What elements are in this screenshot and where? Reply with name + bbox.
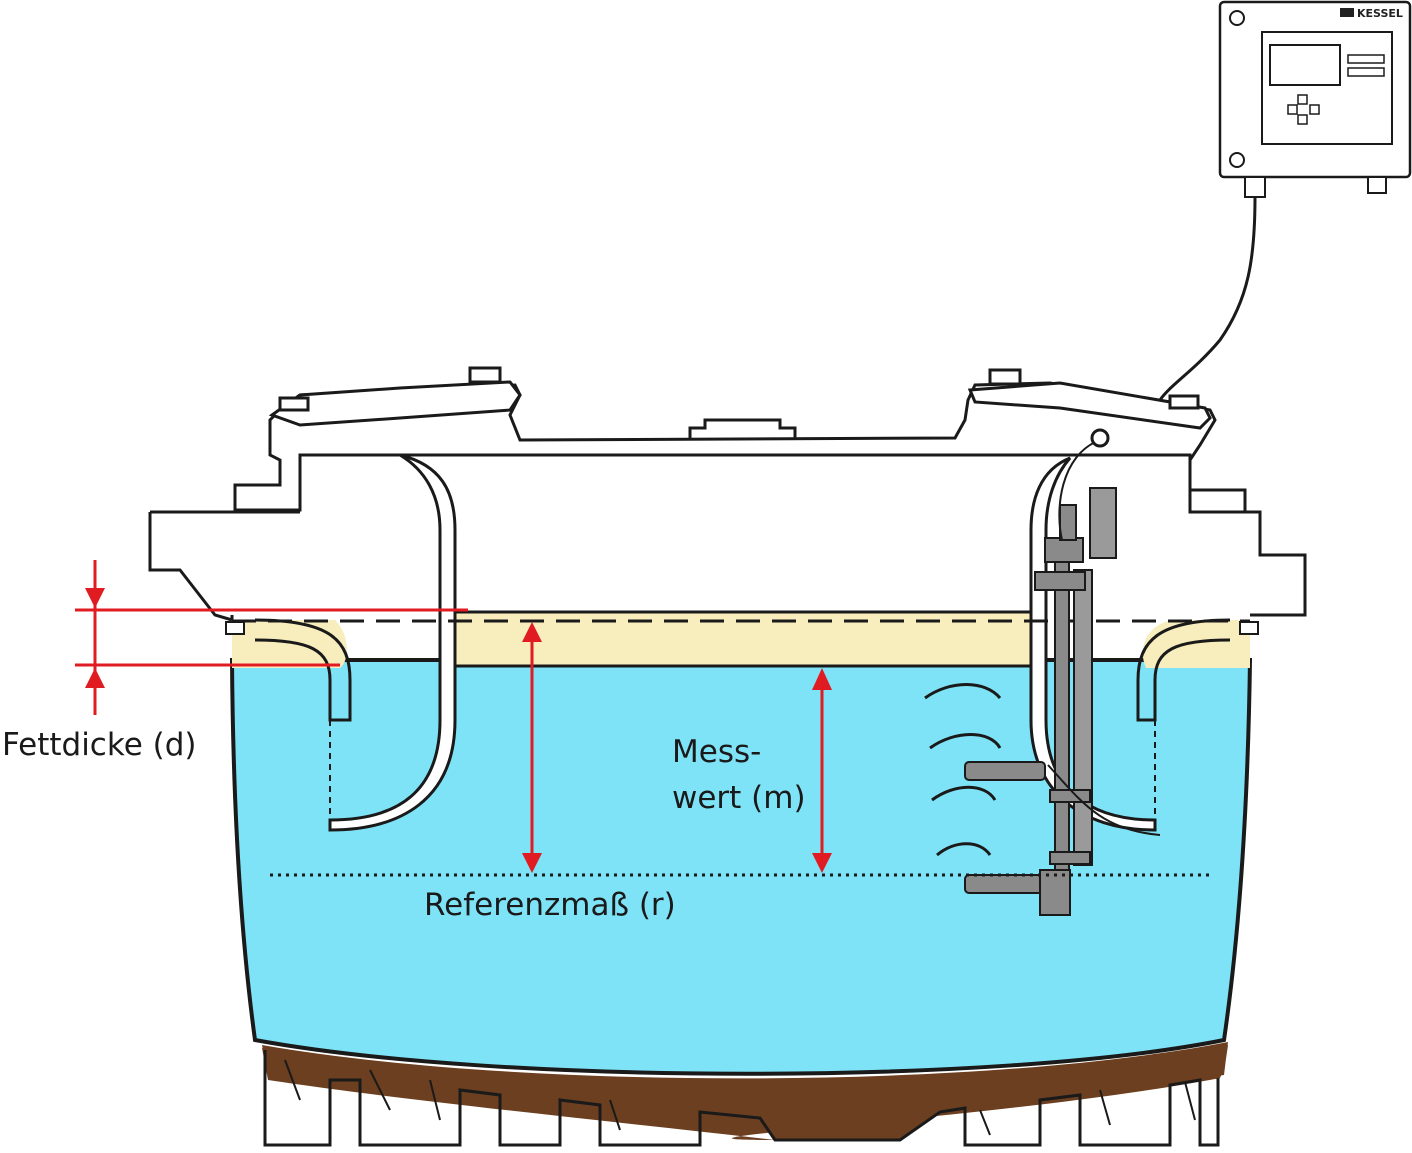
sensor-connector [1059, 504, 1077, 541]
sensor-assembly [964, 428, 1161, 916]
control-unit: KESSEL [1218, 0, 1412, 198]
kessel-logo-icon [1340, 8, 1354, 17]
control-unit-key-down [1297, 114, 1308, 125]
left-cover-handle-a [278, 396, 310, 412]
control-unit-key-left [1287, 104, 1298, 115]
left-baffle [328, 453, 457, 832]
right-baffle [1029, 456, 1157, 832]
sensor-probe-lower [964, 874, 1046, 894]
sensor-foot [1039, 869, 1071, 916]
measured-arrow-up [812, 668, 832, 690]
sensor-joint-b [1049, 851, 1091, 865]
grease-layer-right [1142, 620, 1250, 668]
control-unit-screw-bl [1229, 152, 1245, 168]
ultrasonic-wave-4 [936, 842, 992, 857]
right-cover-handle-a [988, 368, 1022, 386]
control-unit-led-b [1347, 67, 1385, 77]
outlet-pipe [1190, 510, 1307, 617]
right-cover-handle-b [1168, 394, 1200, 410]
label-fat-thickness: Fettdicke (d) [2, 727, 197, 763]
sensor-probe-upper [964, 761, 1046, 781]
control-unit-led-a [1347, 54, 1385, 64]
sensor-joint-a [1049, 789, 1091, 803]
control-unit-screw-tl [1229, 10, 1245, 26]
sensor-bracket [1089, 487, 1117, 559]
left-cover [268, 380, 522, 427]
sensor-collar [1034, 571, 1086, 591]
reference-arrow-down [522, 853, 542, 873]
fat-arrow-down [85, 588, 105, 608]
cable-gland-unit [1244, 176, 1266, 198]
fat-arrow-up [85, 668, 105, 688]
label-measured-value-line1: Mess- [672, 734, 761, 770]
ultrasonic-wave-2 [929, 733, 1002, 750]
sensor-cable-inner [1047, 439, 1161, 836]
grease-layer-left [232, 620, 347, 668]
label-measured-value-line2: wert (m) [672, 780, 806, 816]
left-cover-handle-b [468, 366, 502, 384]
sludge-layer-main [262, 1042, 1228, 1140]
left-inlet-elbow [254, 618, 352, 722]
sensor-head [1044, 537, 1084, 563]
right-outlet-elbow [1136, 618, 1231, 722]
control-unit-display [1269, 44, 1341, 86]
ultrasonic-wave-3 [931, 785, 997, 802]
measured-arrow-down [812, 853, 832, 873]
clamp-left [225, 621, 245, 635]
ultrasonic-wave-1 [924, 683, 1002, 700]
cable-gland [1090, 428, 1110, 448]
sensor-cable [1158, 196, 1257, 401]
sensor-rail-inner [1073, 569, 1093, 866]
water-body [229, 658, 1253, 1076]
reference-arrow-up [522, 622, 542, 642]
right-cover [967, 381, 1212, 430]
control-unit-key-up [1297, 94, 1308, 105]
control-unit-brand: KESSEL [1357, 7, 1403, 20]
cable-gland-unit-2 [1367, 176, 1387, 194]
center-latch [688, 418, 797, 438]
pallet-struts [284, 1059, 1196, 1136]
inlet-pipe [148, 510, 300, 622]
pallet-base [263, 1050, 1220, 1147]
label-reference: Referenzmaß (r) [424, 887, 676, 923]
clamp-right [1239, 621, 1259, 635]
control-unit-key-right [1309, 104, 1320, 115]
